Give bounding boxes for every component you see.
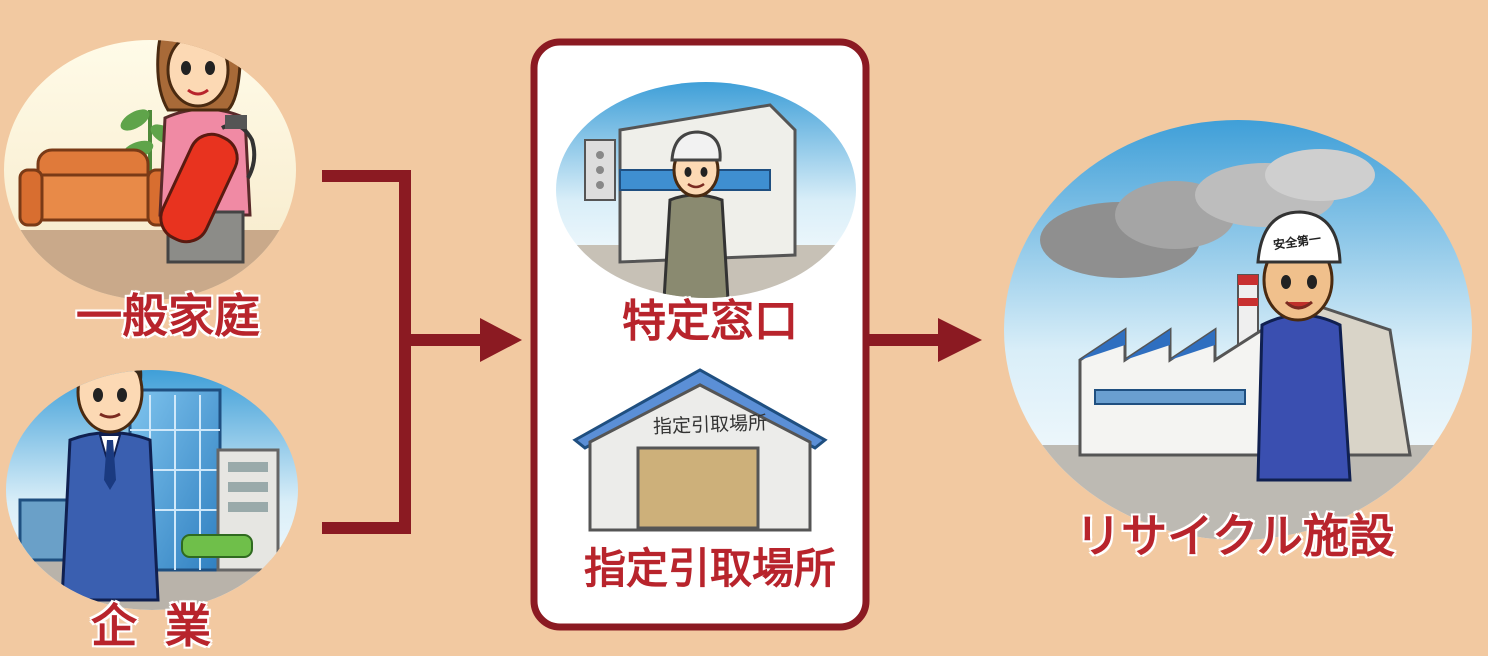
household-illustration <box>4 40 296 300</box>
designated-site-illustration <box>572 368 828 532</box>
household-label: 一般家庭 <box>75 288 261 344</box>
company-illustration <box>6 370 298 610</box>
sofa-icon <box>18 148 172 227</box>
designated-site-label: 指定引取場所 <box>583 543 837 594</box>
worker-figure <box>662 130 730 298</box>
fire-extinguisher-icon <box>159 115 257 244</box>
arrow-head-right <box>938 318 982 362</box>
recycling-facility-illustration <box>1004 120 1472 540</box>
recycling-facility-label: リサイクル施設 <box>1074 508 1396 564</box>
warehouse-door <box>636 446 760 530</box>
specified-counter-label: 特定窓口 <box>621 295 799 348</box>
facility-worker-figure <box>1256 210 1352 482</box>
flow-arrows <box>322 170 982 534</box>
company-label: 企業 <box>90 598 239 654</box>
flow-diagram <box>4 38 1472 631</box>
merge-bracket <box>322 170 411 534</box>
helmet-icon <box>1256 210 1342 264</box>
arrow-head-left <box>480 318 522 362</box>
